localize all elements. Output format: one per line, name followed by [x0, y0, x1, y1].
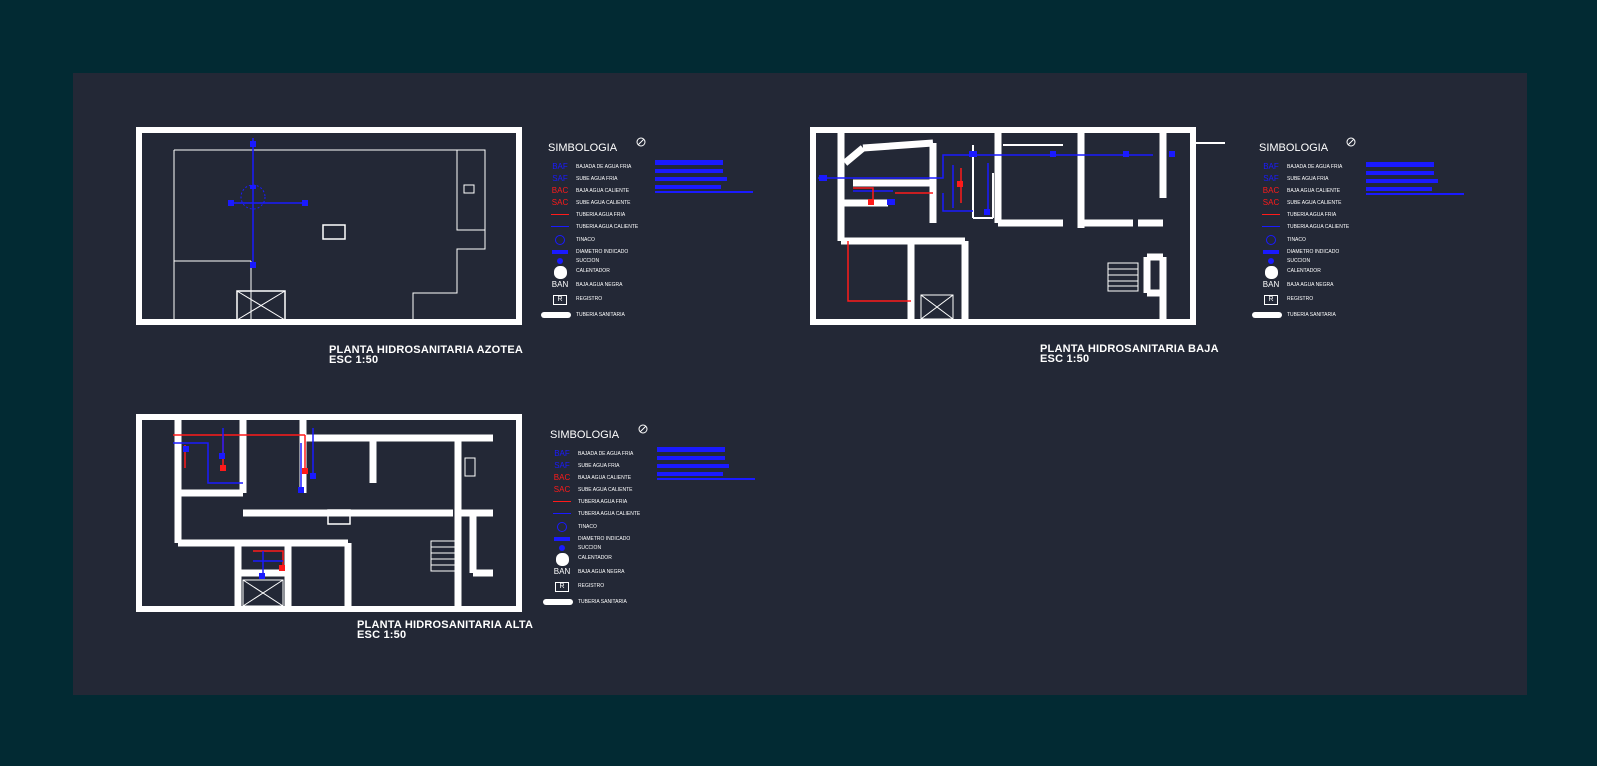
legend-label: BAJADA DE AGUA FRIA — [1287, 164, 1343, 170]
legend-symbol-icon — [550, 553, 574, 566]
legend-label: BAJA AGUA CALIENTE — [578, 475, 632, 481]
legend-symbol-icon — [550, 509, 574, 519]
legend-label: TUBERIA AGUA CALIENTE — [578, 511, 641, 517]
legend-symbol-icon: SAF — [1263, 174, 1279, 183]
legend-label: REGISTRO — [578, 583, 605, 589]
legend-heading: SIMBOLOGIA — [1259, 142, 1329, 154]
legend-label: CALENTADOR — [578, 555, 612, 561]
legend-label: CALENTADOR — [1287, 268, 1321, 274]
legend-label: TINACO — [1287, 237, 1306, 243]
north-arrow-icon — [636, 137, 1356, 434]
legend-symbol-icon — [1259, 266, 1283, 279]
legend-symbol-icon: BAC — [1262, 186, 1280, 195]
plan-azotea — [136, 127, 522, 325]
legend-symbol-icon — [548, 247, 572, 257]
plan-alta — [136, 414, 522, 612]
legend-label: DIAMETRO INDICADO — [1287, 249, 1340, 255]
legend-label: BAJA AGUA CALIENTE — [576, 188, 630, 194]
legend-symbol-icon: SAC — [1262, 198, 1280, 207]
legend-label: SUCCION — [576, 258, 600, 264]
legend-label: TUBERIA SANITARIA — [1287, 312, 1336, 318]
plan-scale-text: ESC 1:50 — [329, 354, 379, 366]
legend-symbol-icon — [1252, 310, 1283, 320]
legend-label: SUBE AGUA FRIA — [576, 176, 618, 182]
legend-label: DIAMETRO INDICADO — [576, 249, 629, 255]
plan-title-text: PLANTA HIDROSANITARIA AZOTEA — [329, 344, 524, 356]
legend-label: BAJADA DE AGUA FRIA — [576, 164, 632, 170]
legend-heading: SIMBOLOGIA — [550, 429, 620, 441]
legend-symbol-icon: BAF — [554, 449, 570, 458]
legend-symbol-icon: R — [548, 294, 572, 305]
legend-label: SUBE AGUA FRIA — [1287, 176, 1329, 182]
legend-symbol-icon — [548, 266, 572, 279]
legend-label: BAJA AGUA NEGRA — [578, 569, 625, 575]
legend-label: CALENTADOR — [576, 268, 610, 274]
legend-symbol-icon: R — [550, 581, 574, 592]
plan-baja — [810, 127, 1225, 325]
legend-label: REGISTRO — [1287, 296, 1314, 302]
plan-title-text: PLANTA HIDROSANITARIA BAJA — [1040, 343, 1219, 355]
cad-drawing — [136, 127, 1464, 612]
legend-label: BAJA AGUA CALIENTE — [1287, 188, 1341, 194]
legend-symbol-icon — [548, 222, 572, 232]
legend-symbol-icon — [548, 210, 572, 220]
plan-scale-text: ESC 1:50 — [357, 629, 407, 641]
legend-label: TUBERIA SANITARIA — [578, 599, 627, 605]
legend-symbol-icon — [550, 497, 574, 507]
legend-symbol-icon — [548, 256, 572, 266]
legend-symbol-icon — [1259, 222, 1283, 232]
legend-symbol-icon — [541, 310, 572, 320]
legend-symbol-icon — [1259, 256, 1283, 266]
legend-label: SUBE AGUA FRIA — [578, 463, 620, 469]
plan-title-baja: PLANTA HIDROSANITARIA BAJA ESC 1:50 — [1040, 343, 1219, 365]
legend-label: SUBE AGUA CALIENTE — [578, 487, 633, 493]
legend-label: TUBERIA AGUA FRIA — [578, 499, 628, 505]
legend-symbol-icon: BAF — [1263, 162, 1279, 171]
legend-label: REGISTRO — [576, 296, 603, 302]
legend-label: BAJA AGUA NEGRA — [1287, 282, 1334, 288]
legend-symbol-icon: BAC — [553, 473, 571, 482]
legend-symbol-icon — [550, 534, 574, 544]
legend-symbol-icon — [548, 235, 572, 245]
spec-blocks — [655, 160, 1464, 480]
legend-symbol-icon: SAC — [551, 198, 569, 207]
legend-symbol-icon: SAF — [552, 174, 568, 183]
legend-label: SUBE AGUA CALIENTE — [1287, 200, 1342, 206]
legend-label: BAJADA DE AGUA FRIA — [578, 451, 634, 457]
drawing-sheet: PLANTA HIDROSANITARIA AZOTEA ESC 1:50 PL… — [73, 73, 1527, 695]
legend-symbol-icon — [543, 597, 574, 607]
legend-label: BAJA AGUA NEGRA — [576, 282, 623, 288]
legend-symbol-icon: R — [1259, 294, 1283, 305]
legend-label: SUCCION — [578, 545, 602, 551]
plan-title-azotea: PLANTA HIDROSANITARIA AZOTEA ESC 1:50 — [329, 344, 524, 366]
legend-label: TUBERIA AGUA CALIENTE — [1287, 224, 1350, 230]
legend-label: TUBERIA SANITARIA — [576, 312, 625, 318]
legend-symbol-icon — [550, 522, 574, 532]
legend-symbol-icon — [550, 543, 574, 553]
legend-symbol-icon: SAF — [554, 461, 570, 470]
legend-label: SUCCION — [1287, 258, 1311, 264]
legend-symbol-icon: SAC — [553, 485, 571, 494]
plan-scale-text: ESC 1:50 — [1040, 353, 1090, 365]
legend-heading: SIMBOLOGIA — [548, 142, 618, 154]
legend-symbol-icon: BAN — [553, 567, 571, 576]
legend-label: TINACO — [578, 524, 597, 530]
legend-symbol-icon — [1259, 247, 1283, 257]
legend-symbol-icon — [1259, 235, 1283, 245]
legend-label: DIAMETRO INDICADO — [578, 536, 631, 542]
legend-symbol-icon: BAF — [552, 162, 568, 171]
legend-label: TUBERIA AGUA FRIA — [576, 212, 626, 218]
legend-label: TUBERIA AGUA CALIENTE — [576, 224, 639, 230]
plan-title-alta: PLANTA HIDROSANITARIA ALTA ESC 1:50 — [357, 619, 534, 641]
legend-label: TINACO — [576, 237, 595, 243]
legend-symbol-icon — [1259, 210, 1283, 220]
legend-label: SUBE AGUA CALIENTE — [576, 200, 631, 206]
legend-label: TUBERIA AGUA FRIA — [1287, 212, 1337, 218]
legend-symbol-icon: BAN — [551, 280, 569, 289]
legend-symbol-icon: BAN — [1262, 280, 1280, 289]
legend-symbol-icon: BAC — [551, 186, 569, 195]
plan-title-text: PLANTA HIDROSANITARIA ALTA — [357, 619, 534, 631]
